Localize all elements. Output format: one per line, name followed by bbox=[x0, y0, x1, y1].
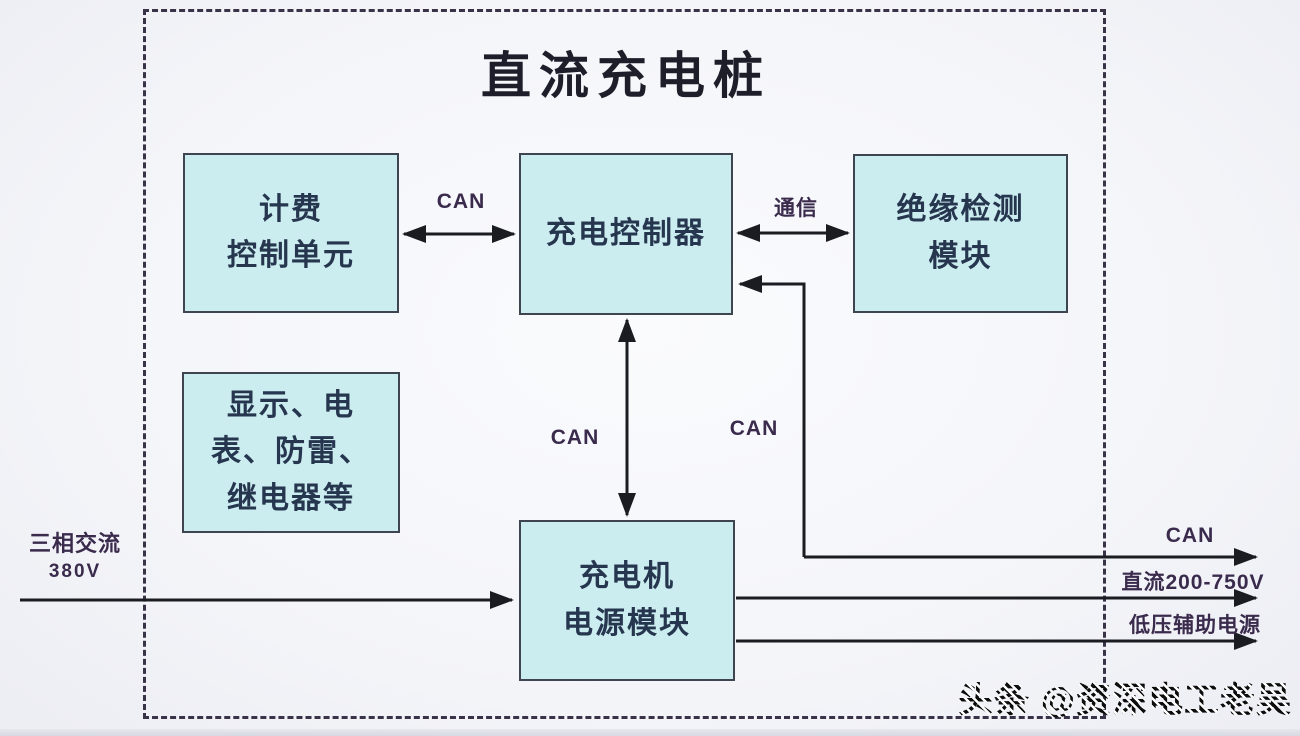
system-boundary-dashed-border bbox=[143, 9, 1106, 719]
label-can-output: CAN bbox=[1165, 524, 1215, 547]
node-label-line: 电源模块 bbox=[563, 606, 691, 640]
node-label-line: 绝缘检测 bbox=[896, 193, 1025, 226]
label-can-power-link: CAN bbox=[550, 426, 600, 449]
node-label-line: 表、防雷、 bbox=[211, 435, 371, 469]
node-charging-controller: 充电控制器 bbox=[519, 153, 733, 315]
label-comm-link: 通信 bbox=[774, 197, 818, 220]
label-dc-output: 直流200-750V bbox=[1121, 571, 1265, 594]
node-label-line: 显示、电 bbox=[227, 388, 355, 422]
node-label-line: 控制单元 bbox=[227, 239, 355, 272]
node-insulation-detection-module: 绝缘检测 模块 bbox=[853, 154, 1068, 313]
label-ac-input-line1: 三相交流 bbox=[28, 531, 121, 556]
label-aux-power-output: 低压辅助电源 bbox=[1129, 614, 1261, 637]
node-label-line: 继电器等 bbox=[227, 481, 355, 515]
label-can-branch-link: CAN bbox=[729, 417, 779, 440]
diagram-title: 直流充电桩 bbox=[481, 48, 771, 104]
node-label-line: 计费 bbox=[259, 192, 323, 226]
node-charger-power-module: 充电机 电源模块 bbox=[519, 520, 735, 681]
node-label-line: 充电控制器 bbox=[546, 216, 706, 250]
label-ac-input-line2: 380V bbox=[48, 560, 102, 582]
label-can-billing-link: CAN bbox=[436, 190, 486, 213]
watermark-toutiao: 头条 @资深电工老吴 bbox=[958, 672, 1292, 723]
node-billing-control-unit: 计费 控制单元 bbox=[183, 153, 399, 313]
node-label-line: 充电机 bbox=[579, 560, 675, 593]
label-ac-input: 三相交流 380V bbox=[14, 529, 136, 584]
node-label-line: 模块 bbox=[928, 239, 993, 273]
node-display-meter-relay: 显示、电 表、防雷、 继电器等 bbox=[182, 372, 400, 533]
photo-bottom-edge bbox=[0, 729, 1300, 736]
